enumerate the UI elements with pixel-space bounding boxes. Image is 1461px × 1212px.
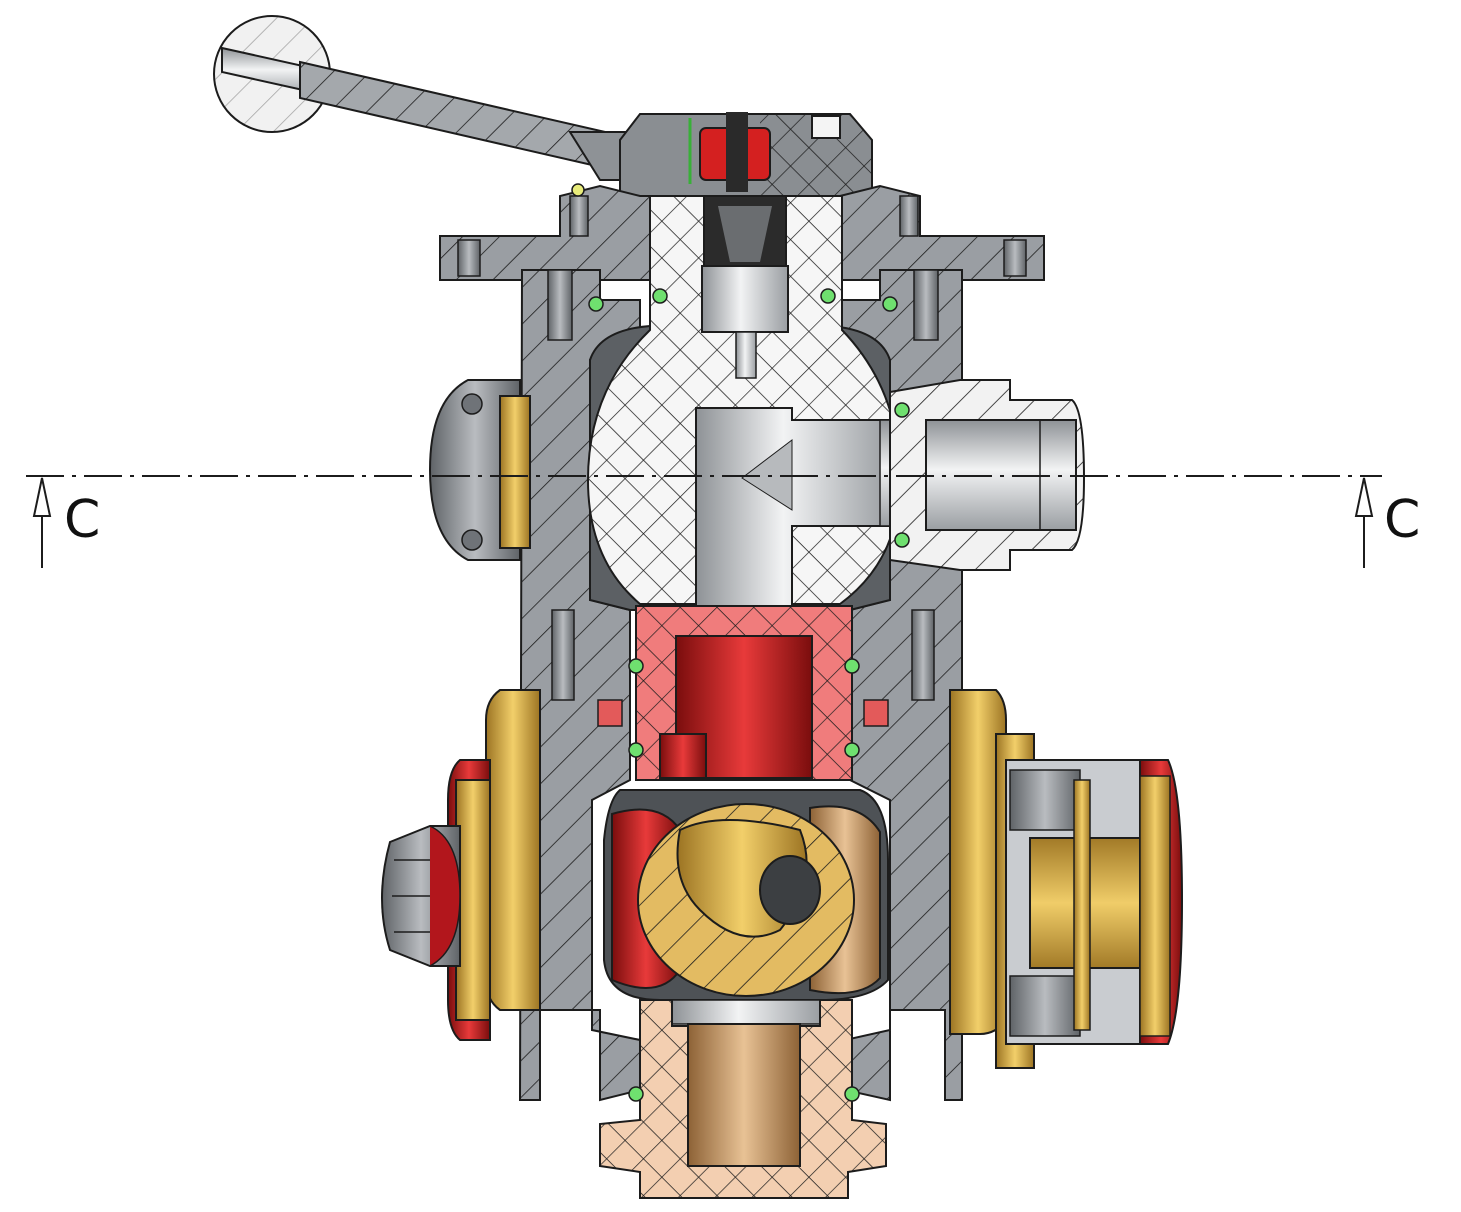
bottom-port xyxy=(599,999,887,1199)
left-end-cap xyxy=(428,379,531,561)
o-rings xyxy=(571,183,910,1102)
left-nut xyxy=(381,689,541,1041)
right-coupling xyxy=(949,689,1184,1069)
section-label-right: C xyxy=(1384,490,1421,550)
stem-cap xyxy=(619,112,873,197)
diverter xyxy=(603,789,889,1025)
lower-seat xyxy=(597,605,889,781)
section-label-left: C xyxy=(64,490,101,550)
handle xyxy=(213,15,691,181)
section-line xyxy=(26,475,1382,568)
